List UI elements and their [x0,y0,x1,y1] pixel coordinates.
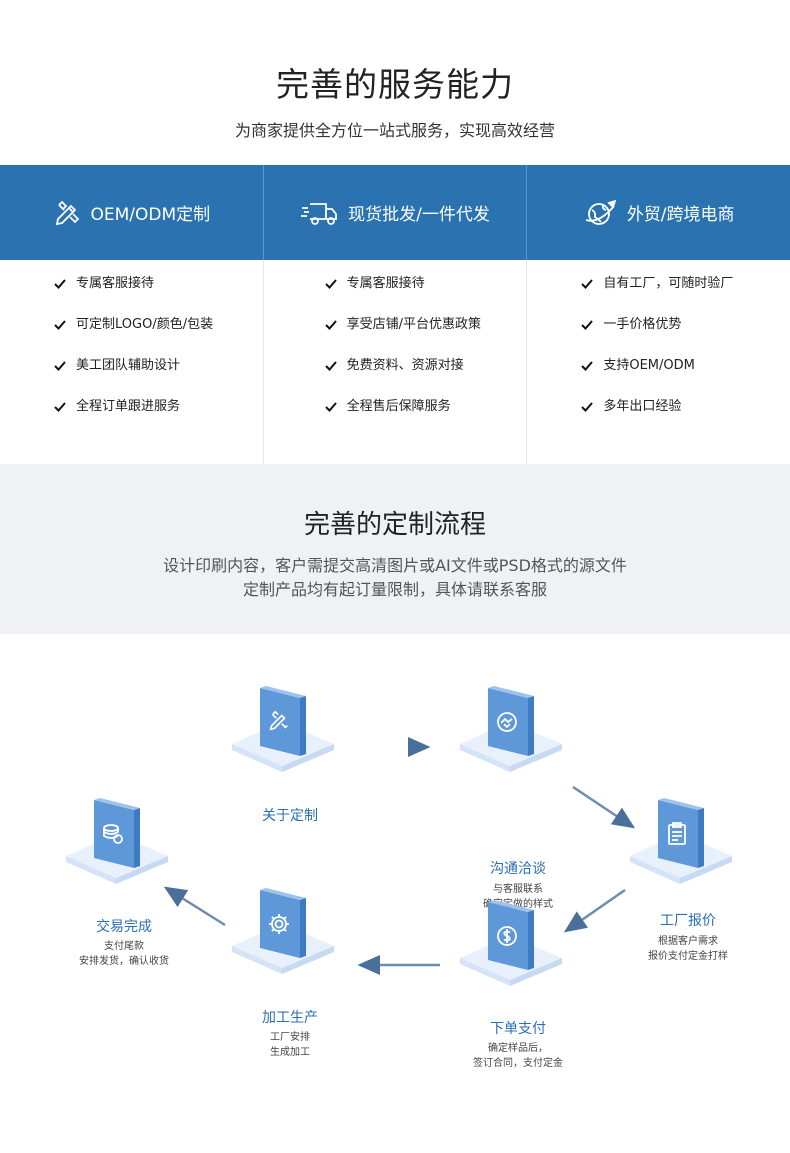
list-item: 免费资料、资源对接 [324,356,527,397]
check-icon [54,279,66,289]
list-item: 一手价格优势 [581,315,790,356]
hero-title: 完善的服务能力 [276,65,514,104]
services-body: 专属客服接待 可定制LOGO/颜色/包装 美工团队辅助设计 全程订单跟进服务 专… [0,260,790,464]
process-note-1: 设计印刷内容，客户需提交高清图片或AI文件或PSD格式的源文件 [163,556,627,575]
step-title: 沟通洽谈 [490,861,546,877]
step-title: 下单支付 [490,1021,546,1037]
process-flow-diagram: 关于定制 沟通洽谈 与客服联系 确定定做的样式 工厂报价 [0,634,790,1153]
pencil-ruler-icon [55,200,79,225]
check-icon [324,402,337,412]
step-desc-2: 生成加工 [270,1047,310,1058]
service-wholesale-header: 现货批发/一件代发 [264,165,528,260]
arrow-2-to-3 [572,785,636,829]
list-item: 美工团队辅助设计 [54,356,263,397]
service-export-header: 外贸/跨境电商 [527,165,790,260]
step-tile [460,900,562,986]
flow-arrows [163,737,636,975]
step-desc-2: 安排发货，确认收货 [79,956,169,967]
step-desc-2: 报价支付定金打样 [648,951,728,962]
process-note-2: 定制产品均有起订量限制，具体请联系客服 [242,580,547,599]
check-icon [581,320,594,330]
list-item: 多年出口经验 [581,397,790,438]
step-tile [630,798,732,884]
globe-plane-icon [585,199,617,225]
check-icon [581,402,594,412]
step-desc-1: 支付尾款 [104,941,144,952]
dollar-icon [497,926,517,946]
list-item: 支持OEM/ODM [581,356,790,397]
check-icon [581,361,594,371]
list-item: 专属客服接待 [324,274,527,315]
check-icon [54,402,66,412]
delivery-truck-icon [301,202,338,225]
step-desc-2: 确定定做的样式 [483,899,553,910]
step-desc-1: 工厂安排 [270,1032,310,1043]
service-oem-header: OEM/ODM定制 [0,165,264,260]
service-export-list: 自有工厂，可随时验厂 一手价格优势 支持OEM/ODM 多年出口经验 [527,260,790,464]
step-tile [232,888,334,974]
step-title: 关于定制 [262,808,318,824]
check-icon [581,279,594,289]
list-item: 专属客服接待 [54,274,263,315]
step-title: 加工生产 [262,1010,318,1026]
check-icon [324,361,337,371]
list-item: 自有工厂，可随时验厂 [581,274,790,315]
process-section-header: 完善的定制流程 设计印刷内容，客户需提交高清图片或AI文件或PSD格式的源文件 … [0,464,790,634]
list-item: 全程订单跟进服务 [54,397,263,438]
clipboard-icon [668,822,686,845]
list-item: 享受店铺/平台优惠政策 [324,315,527,356]
gear-icon [269,914,289,934]
pencil-ruler-icon [269,710,288,731]
step-desc-1: 与客服联系 [493,884,543,895]
step-desc-1: 确定样品后， [488,1043,548,1054]
check-icon [54,320,66,330]
service-wholesale-list: 专属客服接待 享受店铺/平台优惠政策 免费资料、资源对接 全程售后保障服务 [264,260,528,464]
step-title: 交易完成 [96,919,152,935]
service-wholesale-title: 现货批发/一件代发 [348,205,490,225]
handshake-icon [497,712,517,732]
step-title: 工厂报价 [660,913,716,929]
hero-section: 完善的服务能力 为商家提供全方位一站式服务，实现高效经营 [0,0,790,165]
service-oem-title: OEM/ODM定制 [90,205,211,225]
step-tile [460,686,562,772]
list-item: 全程售后保障服务 [324,397,527,438]
step-desc-1: 根据客户需求 [658,936,718,947]
service-oem-list: 专属客服接待 可定制LOGO/颜色/包装 美工团队辅助设计 全程订单跟进服务 [0,260,264,464]
list-item: 可定制LOGO/颜色/包装 [54,315,263,356]
service-export-title: 外贸/跨境电商 [626,205,735,225]
coins-icon [103,824,123,844]
check-icon [324,279,337,289]
check-icon [324,320,337,330]
hero-subtitle: 为商家提供全方位一站式服务，实现高效经营 [234,121,555,140]
process-title: 完善的定制流程 [303,510,486,540]
arrow-5-to-6 [163,886,226,927]
services-header: OEM/ODM定制 现货批发/一件代发 外贸/跨境电商 [0,165,790,260]
step-tile [232,686,334,772]
check-icon [54,361,66,371]
step-tile [66,798,168,884]
step-desc-2: 签订合同，支付定金 [473,1058,563,1069]
arrow-3-to-4 [563,888,626,933]
